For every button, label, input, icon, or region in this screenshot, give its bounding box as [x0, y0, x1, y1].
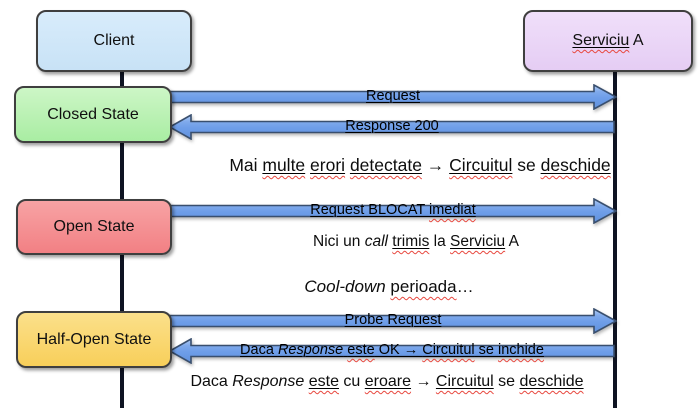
note-error-reopen: Daca Response este cu eroare → Circuitul… [190, 373, 584, 390]
response-ok-arrow-label: Daca Response este OK → Circuitul se inc… [240, 342, 544, 358]
actor-label-client: Client [93, 32, 135, 49]
right-arrow-shape [169, 84, 617, 110]
left-arrow-shape [169, 338, 615, 364]
request-arrow [169, 84, 617, 110]
state-label-open: Open State [53, 218, 135, 235]
state-label-closed: Closed State [47, 105, 139, 123]
probe-request-arrow-label: Probe Request [344, 312, 442, 328]
request-blocked-arrow [169, 198, 617, 224]
state-box-open: Open State [16, 199, 172, 255]
note-cooldown-period: Cool-down perioada… [304, 277, 474, 296]
actor-label-serviciu-a: Serviciu A [572, 32, 644, 49]
actor-box-serviciu-a: Serviciu A [523, 10, 693, 72]
note-no-call: Nici un call trimis la Serviciu A [313, 233, 519, 250]
response-ok-arrow [169, 338, 615, 364]
right-arrow-shape [169, 198, 617, 224]
service-lifeline [613, 62, 617, 408]
state-box-closed: Closed State [14, 86, 172, 143]
probe-request-arrow [169, 308, 617, 334]
left-arrow-shape [169, 114, 615, 140]
state-label-half-open: Half-Open State [36, 330, 152, 348]
state-box-half-open: Half-Open State [16, 311, 172, 368]
request-arrow-label: Request [365, 88, 420, 104]
response-200-arrow-label: Response 200 [345, 118, 439, 134]
request-blocked-arrow-label: Request BLOCAT imediat [310, 202, 476, 218]
actor-box-client: Client [36, 10, 192, 72]
response-200-arrow [169, 114, 615, 140]
note-errors-detected: Mai multe erori detectate → Circuitul se… [229, 155, 611, 175]
right-arrow-shape [169, 308, 617, 334]
